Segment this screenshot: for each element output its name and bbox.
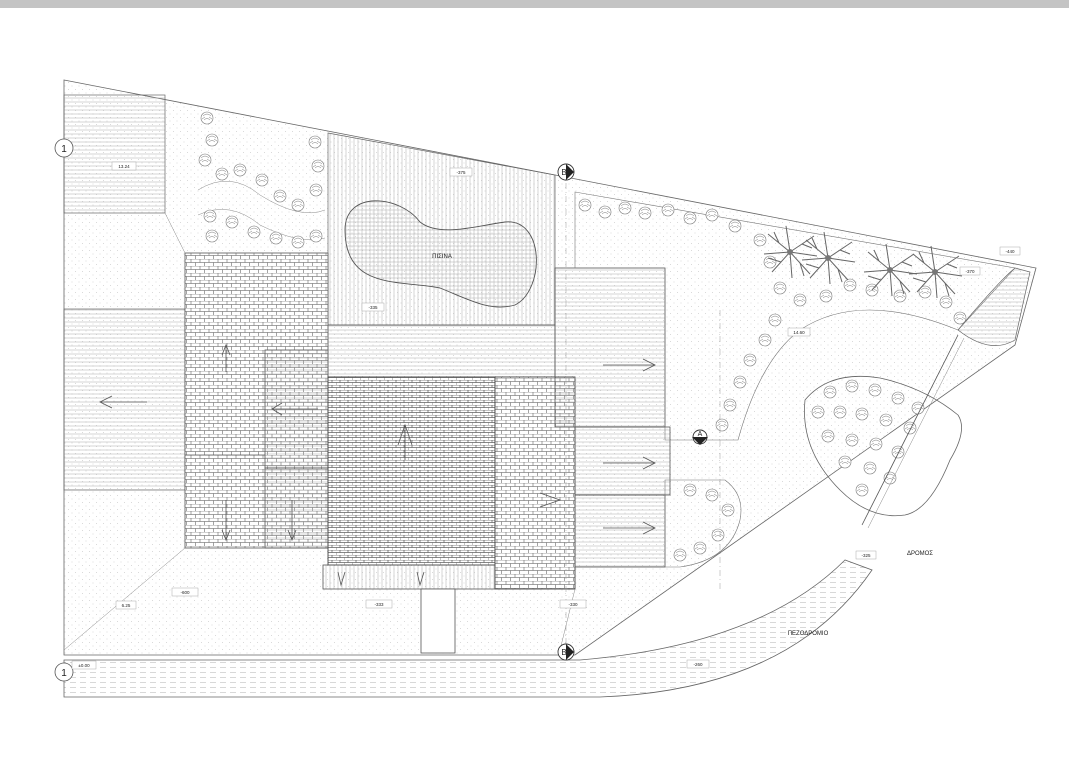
elev-13-24: 13.24 — [118, 164, 130, 169]
pool-label: ΠΙΣΙΝΑ — [432, 254, 452, 260]
section-marker-A: A — [692, 429, 708, 445]
elev-0-00: ±0.00 — [78, 663, 90, 668]
elev-330: -330 — [568, 602, 578, 607]
road-edge-line — [861, 334, 959, 526]
elev-370: -370 — [965, 269, 975, 274]
elev-440: -440 — [1005, 249, 1015, 254]
diagonal-guide-sw — [63, 547, 186, 651]
section-marker-B-bottom: B — [557, 643, 575, 661]
road-edge-line-2 — [867, 337, 965, 529]
section-marker-B-top: B — [557, 163, 575, 181]
roof-arrows-east — [603, 358, 656, 535]
svg-text:1: 1 — [61, 144, 67, 155]
planter-curves — [197, 180, 326, 241]
elev-335: -335 — [368, 305, 378, 310]
roof-north-east — [554, 267, 666, 428]
diagonal-guide-se — [559, 588, 576, 651]
elev-375: -375 — [456, 170, 466, 175]
roof-mid-east — [574, 426, 671, 496]
porch-strip — [322, 564, 496, 590]
svg-text:B: B — [561, 648, 566, 657]
road-label: ΔΡΟΜΟΣ — [907, 551, 933, 557]
roof-arrows-west — [221, 343, 318, 542]
driveway-corner — [957, 267, 1031, 346]
arrow-left — [99, 395, 147, 409]
elev-1460: 14.60 — [793, 330, 805, 335]
svg-text:B: B — [561, 168, 566, 177]
south-east-bed — [664, 479, 742, 568]
lawn-square-top-left — [63, 94, 166, 214]
roof-central — [327, 376, 496, 566]
top-bar — [0, 0, 1069, 8]
terrace-west-lower — [264, 467, 329, 549]
svg-text:A: A — [698, 431, 703, 438]
elev-260: -260 — [693, 662, 703, 667]
elev-325: -325 — [861, 553, 871, 558]
roof-arrows-central — [337, 423, 562, 587]
sidewalk — [63, 559, 873, 698]
diagonal-guide-nw — [164, 212, 186, 254]
section-marker-1-top: 1 — [54, 138, 74, 158]
svg-text:1: 1 — [61, 668, 67, 679]
section-marker-1-bottom: 1 — [54, 662, 74, 682]
island-planter — [804, 375, 962, 517]
roof-south-east — [574, 494, 666, 568]
central-hall — [327, 324, 556, 378]
parking-left — [63, 308, 186, 491]
elev-625: 6.25 — [122, 603, 131, 608]
elev-333: -333 — [374, 602, 384, 607]
entrance-path — [420, 588, 456, 654]
elev-600: -600 — [180, 590, 190, 595]
pool — [344, 200, 537, 308]
sidewalk-label: ΠΕΖΟΔΡΟΜΙΟ — [788, 631, 829, 637]
